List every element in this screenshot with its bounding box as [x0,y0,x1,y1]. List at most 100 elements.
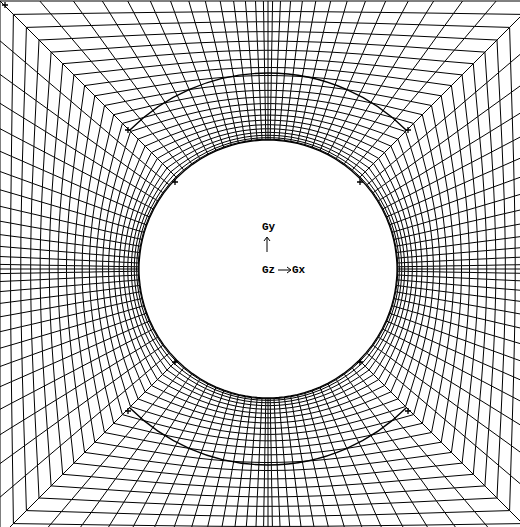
mesh-radial [0,1,177,178]
mesh-radial [0,264,139,266]
mesh-radial [0,298,142,331]
mesh-radial [0,292,141,317]
mesh-radial [378,337,520,435]
mesh-radial [0,360,177,527]
x-arrowhead [287,267,291,273]
node-marker [172,179,178,185]
mesh-radial [102,379,200,527]
mesh-radial [150,1,216,151]
mesh-radial [359,360,520,527]
mesh-radial [0,257,139,264]
mesh-radial [396,235,520,253]
mesh-radial [40,367,185,527]
mesh-radial [366,41,520,186]
mesh-radial [274,1,281,140]
mesh-radial [268,398,269,527]
mesh-radial [344,373,463,527]
mesh-radial [0,313,147,366]
mesh-radial [389,313,520,366]
mesh-radial [336,379,434,527]
mesh-radial [328,383,409,527]
mesh-radial [320,1,386,151]
mesh-radial [128,383,209,527]
mesh-radial [245,1,257,141]
mesh-radial [392,190,520,233]
mesh-radial [397,280,520,292]
mesh-radial [0,321,150,387]
mesh-radial [397,246,520,258]
mesh-radial [284,1,302,141]
mesh-radial [397,271,520,273]
mesh-radial [263,398,265,527]
mesh-radial [150,387,216,527]
mesh-radial [396,285,520,303]
node-marker [405,127,411,133]
mesh-radial [352,367,497,527]
mesh-radial [395,221,520,246]
mesh-radial [352,1,497,171]
mesh-radial [0,353,170,498]
mesh-radial [394,298,520,331]
y-axis-arrow [267,238,268,252]
axis-label: Gx [292,264,305,276]
mesh-radial [268,1,269,140]
y-arrowhead [264,237,270,241]
mesh-radial [382,129,520,210]
mesh-radial [0,275,139,282]
mesh-radial [397,275,520,282]
mesh-radial [220,1,245,142]
mesh-radial [256,398,263,527]
mesh-radial [336,1,434,159]
mesh-radial [0,103,158,201]
mesh-radial [0,235,140,253]
mesh-radial [366,353,520,498]
mesh-radial [205,1,238,143]
mesh-radial [270,1,272,140]
mesh-radial [312,1,365,148]
mesh-radial [397,257,520,264]
node-marker [357,359,363,365]
node-marker [125,408,131,414]
mesh-radial [171,1,224,148]
mesh-radial [245,398,257,527]
mesh-radial [0,329,154,410]
mesh-radial [389,172,520,225]
mesh-radial [392,306,520,349]
mesh-radial [394,206,520,239]
x-axis-arrow [278,270,290,271]
mesh-radial [128,1,209,155]
mesh-radial [0,269,139,270]
reference-arc [129,73,406,130]
mesh-radial [263,1,265,140]
mesh-radial [40,1,185,171]
mesh-radial [0,280,140,292]
mesh-radial [274,398,281,527]
mesh-ring [138,139,397,398]
mesh-radial [73,373,192,527]
mesh-radial [234,1,252,141]
mesh-radial [0,246,140,258]
axis-label: Gy [262,221,275,233]
mesh-radial [372,345,520,464]
node-marker [2,2,8,8]
mesh-radial [397,264,520,266]
mesh-radial [256,1,263,140]
node-marker [125,127,131,133]
mesh-radial [0,172,147,225]
node-marker [172,359,178,365]
mesh-radial [0,285,140,303]
mesh-radial [0,190,144,233]
mesh-radial [270,398,272,527]
mesh-radial [279,398,291,527]
mesh-radial [378,103,520,201]
mesh-radial [359,1,520,178]
mesh-radial [397,269,520,270]
mesh-radial [0,41,170,186]
mesh-radial [382,329,520,410]
reference-arc [129,408,406,465]
axis-label: Gz [262,264,275,276]
mesh-radial [0,345,164,464]
